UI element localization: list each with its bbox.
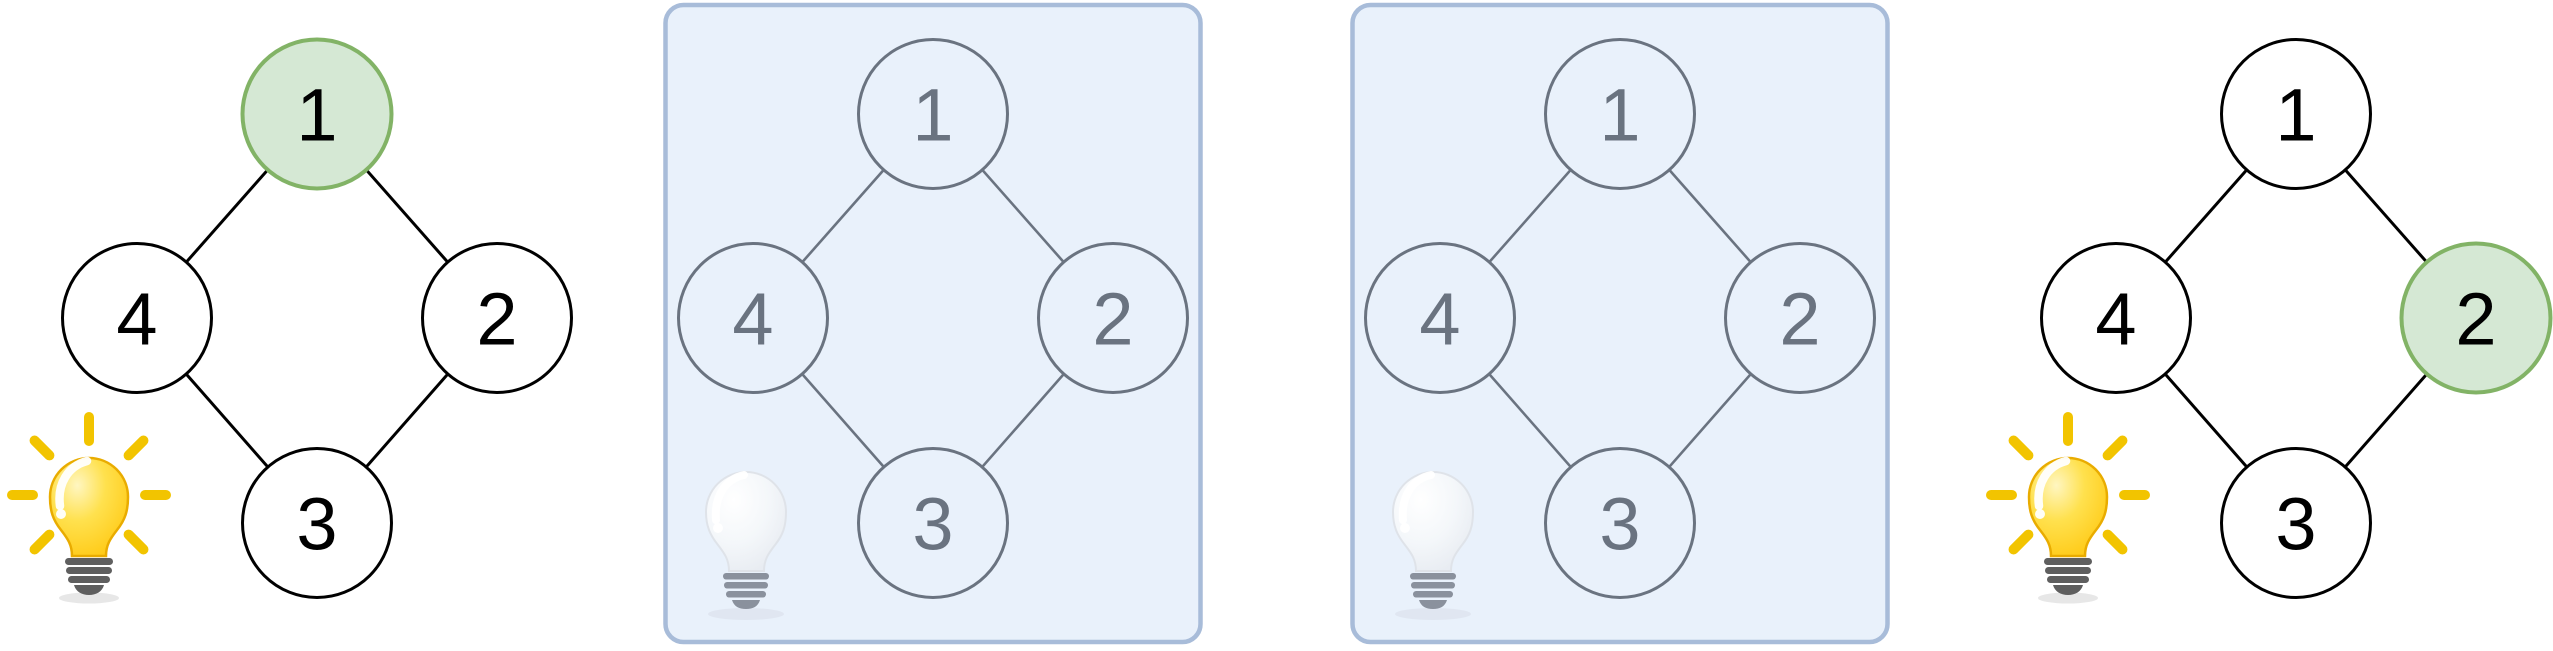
graph-canvas: 1 2 3 4 (7, 37, 573, 604)
bulb-highlight (55, 456, 92, 511)
graph-node-label: 3 (296, 483, 337, 566)
bulb-highlight-dot (2035, 509, 2045, 519)
graph-node-label: 4 (1419, 278, 1460, 361)
graph-node-1[interactable]: 1 (857, 38, 1009, 190)
graph-node-4[interactable]: 4 (677, 242, 829, 394)
graph-canvas: 1 2 3 4 (1986, 38, 2553, 604)
bulb-glass (2027, 456, 2109, 558)
graph-node-circle[interactable] (2399, 241, 2553, 395)
graph-node-circle[interactable] (1544, 38, 1696, 190)
graph-canvas: 1 2 3 4 (663, 2, 1203, 645)
graph-node-circle[interactable] (2220, 38, 2372, 190)
graph-node-circle[interactable] (241, 447, 393, 599)
graph-node-label: 4 (2095, 278, 2136, 361)
graph-node-circle[interactable] (2220, 447, 2372, 599)
graph-node-label: 4 (732, 278, 773, 361)
graph-node-label: 4 (116, 278, 157, 361)
graph-node-circle[interactable] (857, 38, 1009, 190)
graph-node-1[interactable]: 1 (2220, 38, 2372, 190)
graph-node-1[interactable]: 1 (1544, 38, 1696, 190)
bulb-base (1410, 573, 1456, 609)
graph-node-label: 1 (2275, 74, 2316, 157)
bulb-highlight-dot (1400, 523, 1410, 533)
graph-node-2[interactable]: 2 (2399, 241, 2553, 395)
graph-node-circle[interactable] (1544, 447, 1696, 599)
graph-node-circle[interactable] (677, 242, 829, 394)
bulb-rays (1986, 412, 2150, 555)
bulb-highlight (711, 471, 748, 524)
graph-node-label: 2 (2455, 278, 2496, 361)
graph-node-4[interactable]: 4 (61, 242, 213, 394)
graph-panel-2[interactable]: 1 2 3 4 (663, 0, 1203, 651)
bulb-base (2044, 558, 2092, 595)
graph-panel-1: 1 2 3 4 (0, 0, 640, 651)
bulb-shadow (708, 608, 784, 620)
graph-node-label: 1 (296, 74, 337, 157)
option-card-frame[interactable] (663, 2, 1203, 645)
graph-node-circle[interactable] (857, 447, 1009, 599)
graph-node-3[interactable]: 3 (857, 447, 1009, 599)
bulb-glass (1391, 471, 1475, 572)
lit-bulb-icon (7, 412, 171, 604)
graph-node-label: 1 (1599, 74, 1640, 157)
graph-node-3[interactable]: 3 (2220, 447, 2372, 599)
graph-node-2[interactable]: 2 (1037, 242, 1189, 394)
graph-canvas: 1 2 3 4 (1350, 2, 1890, 645)
bulb-base (723, 573, 769, 609)
bulb-glass (48, 456, 130, 558)
graph-panel-4: 1 2 3 4 (1979, 0, 2553, 651)
graph-node-4[interactable]: 4 (2040, 242, 2192, 394)
bulb-shadow (2038, 592, 2098, 604)
graph-node-circle[interactable] (2040, 242, 2192, 394)
graph-node-label: 2 (1779, 278, 1820, 361)
graph-node-circle[interactable] (421, 242, 573, 394)
graph-node-4[interactable]: 4 (1364, 242, 1516, 394)
graph-node-label: 3 (912, 483, 953, 566)
graph-node-3[interactable]: 3 (1544, 447, 1696, 599)
graph-node-label: 3 (1599, 483, 1640, 566)
graph-node-label: 3 (2275, 483, 2316, 566)
bulb-highlight-dot (56, 509, 66, 519)
lit-bulb-icon (1986, 412, 2150, 604)
unlit-bulb-icon (704, 471, 788, 620)
graph-node-circle[interactable] (240, 37, 394, 191)
graph-node-2[interactable]: 2 (421, 242, 573, 394)
bulb-highlight (2034, 456, 2071, 511)
graph-node-circle[interactable] (1037, 242, 1189, 394)
bulb-highlight (1398, 471, 1435, 524)
graph-node-circle[interactable] (61, 242, 213, 394)
option-card-frame[interactable] (1350, 2, 1890, 645)
bulb-base (65, 558, 113, 595)
graph-node-1[interactable]: 1 (240, 37, 394, 191)
graph-node-label: 2 (476, 278, 517, 361)
graph-node-2[interactable]: 2 (1724, 242, 1876, 394)
unlit-bulb-icon (1391, 471, 1475, 620)
bulb-shadow (59, 592, 119, 604)
graph-node-circle[interactable] (1724, 242, 1876, 394)
bulb-shadow (1395, 608, 1471, 620)
bulb-highlight-dot (713, 523, 723, 533)
graph-node-label: 1 (912, 74, 953, 157)
graph-node-circle[interactable] (1364, 242, 1516, 394)
graph-node-label: 2 (1092, 278, 1133, 361)
bulb-glass (704, 471, 788, 572)
bulb-rays (7, 412, 171, 555)
graph-node-3[interactable]: 3 (241, 447, 393, 599)
graph-panel-3[interactable]: 1 2 3 4 (1350, 0, 1890, 651)
